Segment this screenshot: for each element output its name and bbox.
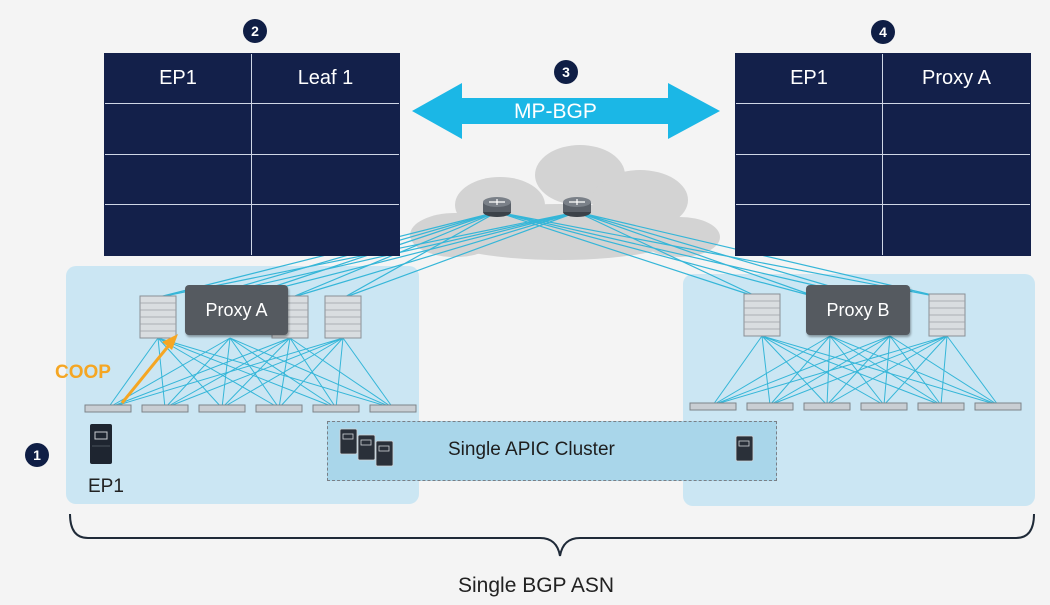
right-table-cell — [883, 155, 1030, 205]
apic-cluster-label: Single APIC Cluster — [448, 439, 615, 460]
apic-cluster-box: Single APIC Cluster — [327, 421, 777, 481]
left-mesh — [107, 337, 394, 409]
right-endpoint-table: EP1 Proxy A — [735, 53, 1031, 256]
site-brace — [69, 513, 1035, 557]
step-badge-1: 1 — [25, 443, 49, 467]
right-leaves — [689, 402, 1022, 411]
right-table-cell — [736, 104, 883, 155]
step-badge-3: 3 — [554, 60, 578, 84]
right-table-cell — [736, 204, 883, 255]
mp-bgp-arrow — [412, 83, 720, 139]
left-table-cell — [252, 155, 399, 205]
step-badge-4: 4 — [871, 20, 895, 44]
ipn-router-1 — [483, 197, 511, 217]
single-bgp-asn-label: Single BGP ASN — [458, 574, 615, 597]
ep1-server-icon — [90, 424, 112, 464]
proxy-b-box: Proxy B — [806, 285, 910, 335]
step-badge-2: 2 — [243, 19, 267, 43]
proxy-a-box: Proxy A — [185, 285, 288, 335]
left-endpoint-table: EP1 Leaf 1 — [104, 53, 400, 256]
right-table-cell — [736, 154, 883, 205]
left-leaves — [84, 404, 417, 413]
left-table-cell: Leaf 1 — [252, 54, 399, 105]
left-table-cell — [105, 154, 252, 205]
right-table-cell: EP1 — [736, 54, 883, 105]
right-mesh — [712, 335, 999, 406]
left-table-cell — [105, 104, 252, 155]
ep1-label: EP1 — [88, 476, 124, 497]
ipn-router-2 — [563, 197, 591, 217]
right-table-cell: Proxy A — [883, 54, 1030, 105]
right-table-cell — [883, 104, 1030, 155]
left-table-cell — [252, 104, 399, 155]
coop-arrow — [120, 334, 178, 404]
left-table-cell — [105, 204, 252, 255]
left-table-cell: EP1 — [105, 54, 252, 105]
coop-label: COOP — [55, 362, 111, 383]
mp-bgp-label: MP-BGP — [514, 100, 597, 123]
